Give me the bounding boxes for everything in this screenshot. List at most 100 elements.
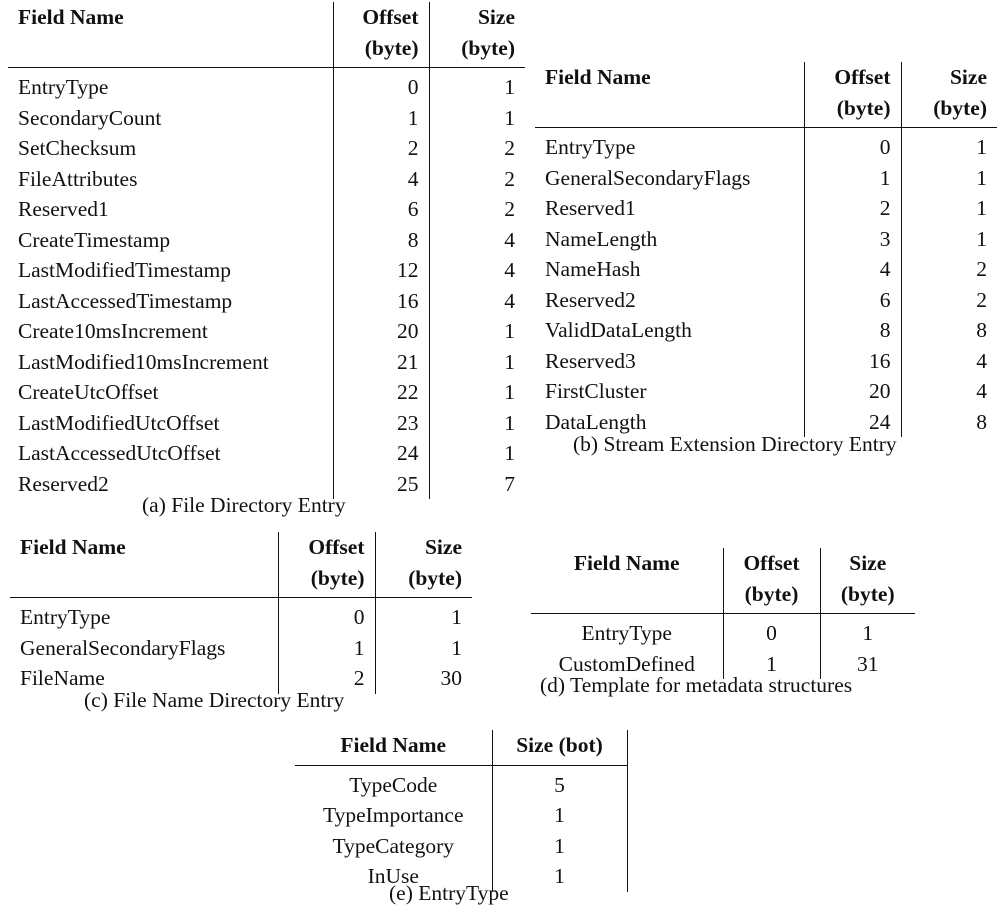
field-cell: TypeImportance xyxy=(295,800,493,831)
header-size: Size (byte) xyxy=(901,62,997,128)
size-cell: 31 xyxy=(857,651,879,676)
offset-cell: 4 xyxy=(804,254,902,285)
size-cell: 1 xyxy=(976,165,987,190)
offset-cell: 1 xyxy=(804,162,902,193)
header-field-name: Field Name xyxy=(295,730,493,766)
offset-cell: 0 xyxy=(333,67,430,103)
offset-cell: 8 xyxy=(804,315,902,346)
field-cell: NameHash xyxy=(535,254,805,285)
header-size: Size (byte) xyxy=(375,532,472,598)
field-cell: EntryType xyxy=(535,127,805,163)
size-cell: 2 xyxy=(504,197,515,221)
size-cell: 1 xyxy=(492,861,628,892)
offset-cell: 4 xyxy=(333,163,430,194)
size-cell: 5 xyxy=(492,765,628,800)
header-offset: Offset (byte) xyxy=(723,548,821,614)
field-cell: TypeCode xyxy=(295,765,493,800)
size-cell: 2 xyxy=(976,257,987,281)
offset-cell: 20 xyxy=(333,316,430,347)
size-cell: 4 xyxy=(976,379,987,403)
offset-cell: 22 xyxy=(333,377,430,408)
size-cell: 4 xyxy=(504,288,515,313)
field-cell: CreateUtcOffset xyxy=(8,377,334,408)
file-name-directory-entry-table: Field Name Offset (byte) Size (byte) Ent… xyxy=(10,532,472,694)
offset-cell: 6 xyxy=(333,194,430,225)
field-cell: CustomDefined xyxy=(531,648,724,679)
size-cell: 2 xyxy=(976,287,987,312)
field-cell: GeneralSecondaryFlags xyxy=(10,632,279,663)
header-field-name: Field Name xyxy=(535,62,805,128)
header-offset: Offset (byte) xyxy=(804,62,902,128)
offset-cell: 24 xyxy=(333,438,430,469)
field-cell: LastAccessedTimestamp xyxy=(8,285,334,316)
field-cell: NameLength xyxy=(535,223,805,254)
offset-cell: 3 xyxy=(804,223,902,254)
caption-entry-type: (e) EntryType xyxy=(389,881,509,905)
field-cell: Reserved3 xyxy=(535,345,805,376)
offset-cell: 2 xyxy=(333,133,430,164)
field-cell: FileAttributes xyxy=(8,163,334,194)
offset-cell: 0 xyxy=(278,597,376,633)
field-cell: LastModifiedTimestamp xyxy=(8,255,334,286)
field-cell: Create10msIncrement xyxy=(8,316,334,347)
offset-cell: 0 xyxy=(723,613,821,649)
offset-cell: 1 xyxy=(333,102,430,133)
size-cell: 4 xyxy=(504,227,515,252)
field-cell: ValidDataLength xyxy=(535,315,805,346)
offset-cell: 2 xyxy=(804,193,902,224)
header-size: Size (byte) xyxy=(820,548,915,614)
size-cell: 1 xyxy=(504,319,515,343)
offset-cell: 12 xyxy=(333,255,430,286)
size-cell: 4 xyxy=(504,258,515,282)
size-cell: 1 xyxy=(504,349,515,374)
size-cell: 1 xyxy=(504,380,515,404)
caption-file-name-directory-entry: (c) File Name Directory Entry xyxy=(84,688,345,712)
field-cell: TypeCategory xyxy=(295,830,493,861)
offset-cell: 20 xyxy=(804,376,902,407)
header-offset: Offset (byte) xyxy=(333,2,430,68)
field-cell: Reserved2 xyxy=(8,468,334,499)
field-cell: SecondaryCount xyxy=(8,102,334,133)
size-cell: 1 xyxy=(492,830,628,861)
stream-extension-directory-entry-table: Field Name Offset (byte) Size (byte) Ent… xyxy=(535,62,997,437)
field-cell: CreateTimestamp xyxy=(8,224,334,255)
size-cell: 1 xyxy=(451,605,462,629)
offset-cell: 1 xyxy=(278,632,376,663)
field-cell: LastAccessedUtcOffset xyxy=(8,438,334,469)
field-cell: LastModified10msIncrement xyxy=(8,346,334,377)
header-field-name: Field Name xyxy=(8,2,334,68)
offset-cell: 0 xyxy=(804,127,902,163)
field-cell: EntryType xyxy=(531,613,724,649)
size-cell: 1 xyxy=(504,75,515,99)
field-cell: LastModifiedUtcOffset xyxy=(8,407,334,438)
size-cell: 1 xyxy=(976,196,987,220)
header-size: Size (byte) xyxy=(429,2,525,68)
size-cell: 1 xyxy=(976,135,987,159)
offset-cell: 16 xyxy=(804,345,902,376)
size-cell: 1 xyxy=(492,800,628,831)
offset-cell: 21 xyxy=(333,346,430,377)
field-cell: InUse xyxy=(295,861,493,892)
template-metadata-structures-table: Field Name Offset (byte) Size (byte) Ent… xyxy=(531,548,915,679)
field-cell: GeneralSecondaryFlags xyxy=(535,162,805,193)
field-cell: Reserved2 xyxy=(535,284,805,315)
field-cell: Reserved1 xyxy=(8,194,334,225)
field-cell: FirstCluster xyxy=(535,376,805,407)
